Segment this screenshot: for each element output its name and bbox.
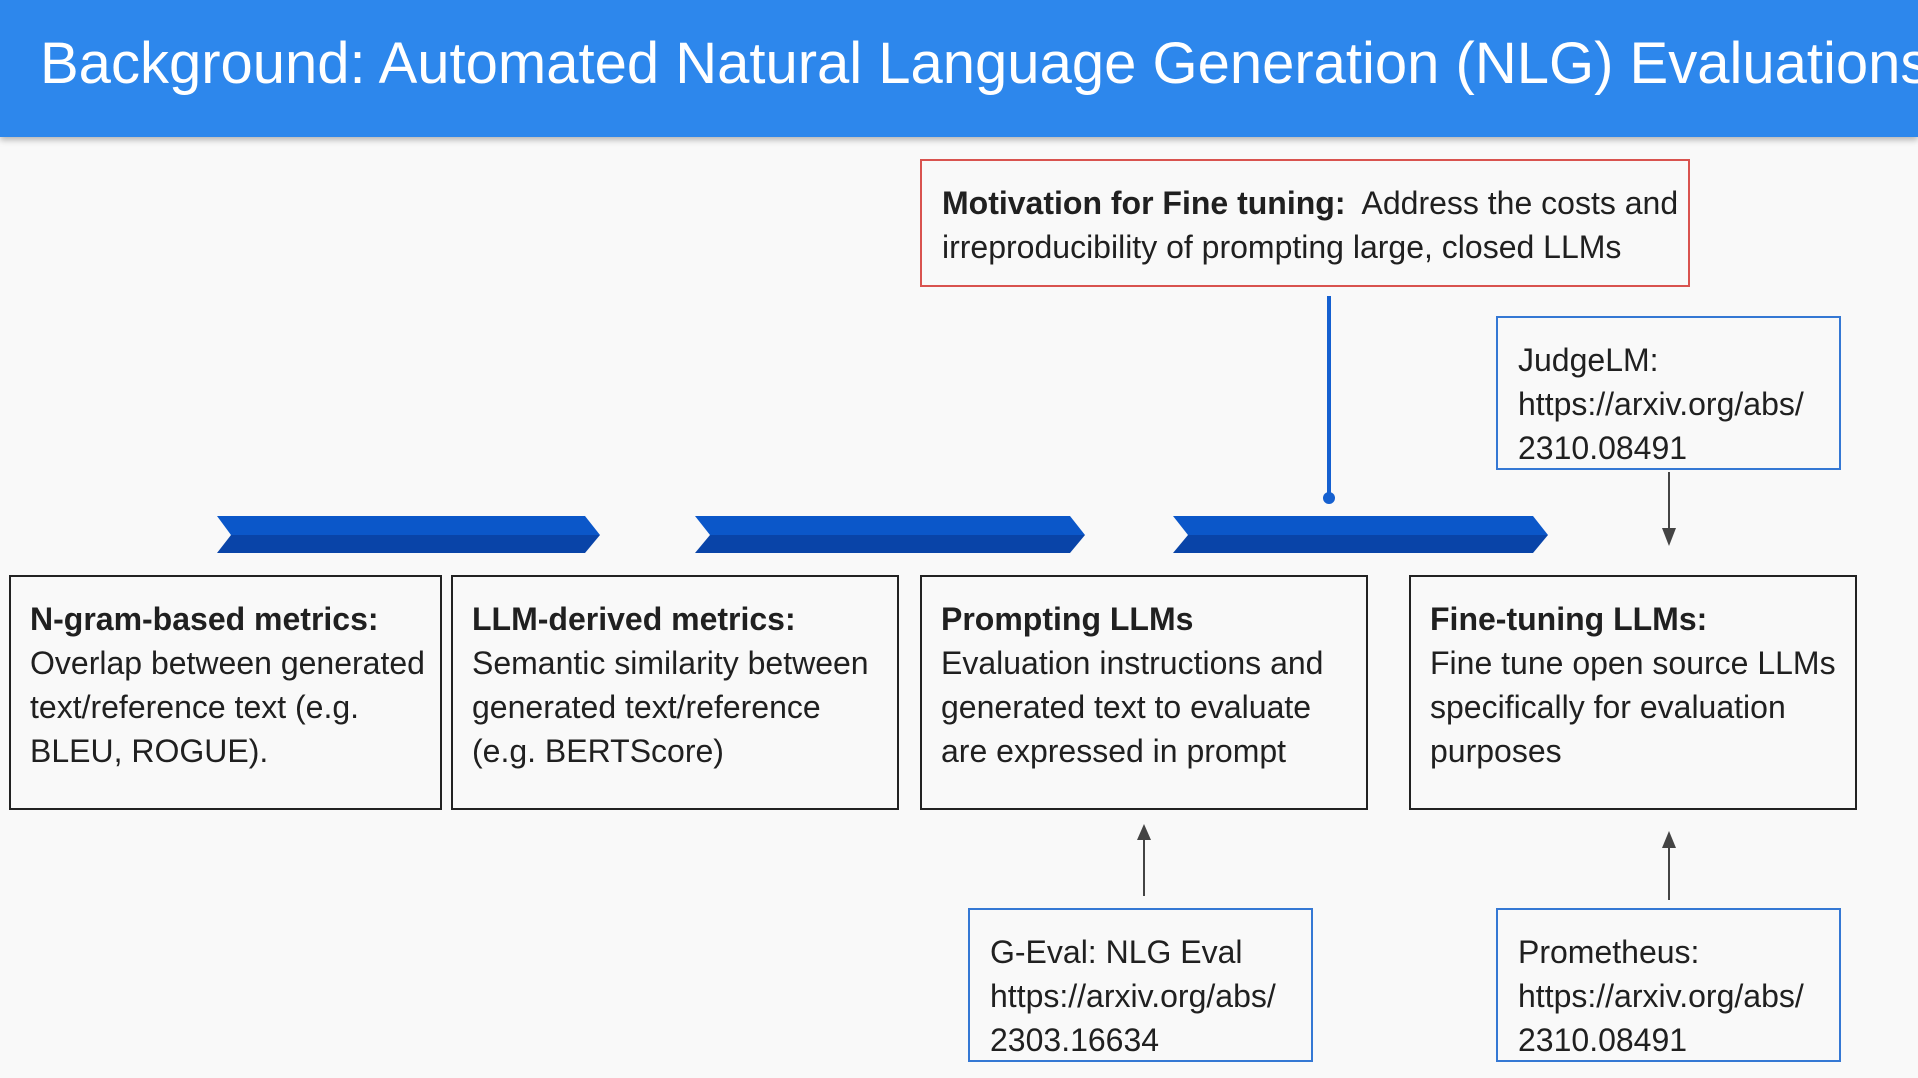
prometheus-name: Prometheus: (1518, 934, 1700, 970)
motivation-line-1: Motivation for Fine tuning: Address the … (942, 181, 1688, 225)
page-title: Background: Automated Natural Language G… (40, 31, 1918, 96)
stage-box-llm-derived: LLM-derived metrics: Semantic similarity… (451, 575, 899, 810)
prometheus-reference-box: Prometheus: https://arxiv.org/abs/ 2310.… (1496, 908, 1841, 1062)
stage-text-line: purposes (1430, 733, 1562, 769)
stage-text-line: BLEU, ROGUE). (30, 733, 269, 769)
timeline-arrow-3 (1173, 516, 1548, 553)
stage-title-fine-tuning: Fine-tuning LLMs: (1430, 601, 1708, 637)
motivation-text-1: Address the costs and (1361, 185, 1679, 221)
stage-text-line: Semantic similarity between (472, 645, 869, 681)
geval-reference-box: G-Eval: NLG Eval https://arxiv.org/abs/ … (968, 908, 1313, 1062)
judgelm-name: JudgeLM: (1518, 342, 1659, 378)
judgelm-url: https://arxiv.org/abs/ (1518, 386, 1804, 422)
judgelm-reference-box: JudgeLM: https://arxiv.org/abs/ 2310.084… (1496, 316, 1841, 470)
title-bar: Background: Automated Natural Language G… (0, 0, 1918, 137)
geval-arrow (1137, 824, 1151, 896)
timeline-arrow-2 (695, 516, 1085, 553)
stage-box-prompting: Prompting LLMs Evaluation instructions a… (920, 575, 1368, 810)
stage-title-prompting: Prompting LLMs (941, 601, 1194, 637)
stage-text-line: specifically for evaluation (1430, 689, 1786, 725)
stage-text-line: are expressed in prompt (941, 733, 1287, 769)
stage-text-line: Overlap between generated (30, 645, 425, 681)
motivation-text-2: irreproducibility of prompting large, cl… (942, 229, 1622, 265)
prometheus-id: 2310.08491 (1518, 1022, 1688, 1058)
stage-text-line: text/reference text (e.g. (30, 689, 360, 725)
geval-id: 2303.16634 (990, 1022, 1160, 1058)
judgelm-arrow (1662, 472, 1676, 546)
stage-title-ngram: N-gram-based metrics: (30, 601, 379, 637)
motivation-connector-dot (1323, 492, 1335, 504)
prometheus-url: https://arxiv.org/abs/ (1518, 978, 1804, 1014)
stage-box-ngram: N-gram-based metrics: Overlap between ge… (9, 575, 442, 810)
judgelm-id: 2310.08491 (1518, 430, 1688, 466)
geval-url: https://arxiv.org/abs/ (990, 978, 1276, 1014)
stage-text-line: (e.g. BERTScore) (472, 733, 724, 769)
stage-text-line: generated text to evaluate (941, 689, 1312, 725)
stage-title-llm-derived: LLM-derived metrics: (472, 601, 796, 637)
geval-name: G-Eval: NLG Eval (990, 934, 1243, 970)
stage-text-line: Evaluation instructions and (941, 645, 1324, 681)
stage-box-fine-tuning: Fine-tuning LLMs: Fine tune open source … (1409, 575, 1857, 810)
timeline-arrow-1 (217, 516, 600, 553)
motivation-box: Motivation for Fine tuning: Address the … (920, 159, 1690, 287)
stage-text-line: generated text/reference (472, 689, 821, 725)
motivation-label: Motivation for Fine tuning: (942, 185, 1346, 221)
stage-text-line: Fine tune open source LLMs (1430, 645, 1836, 681)
prometheus-arrow (1662, 831, 1676, 900)
